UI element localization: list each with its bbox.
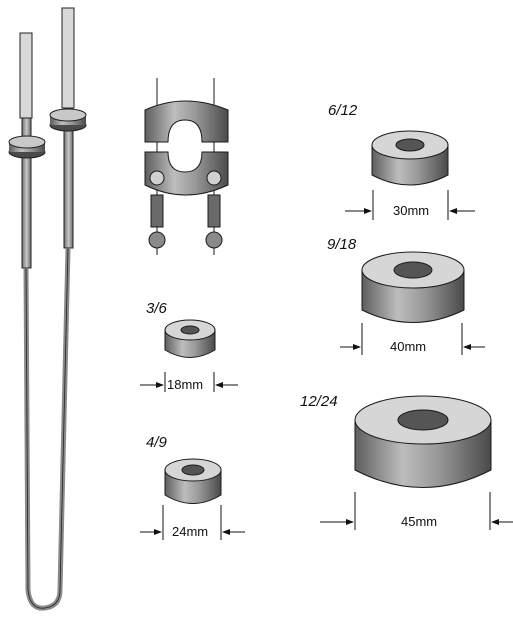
probe-rod-right-tip: [61, 7, 75, 109]
probe-assembly: [8, 7, 87, 611]
size-label-6-12: 6/12: [328, 102, 358, 119]
dimension-label-45mm: 45mm: [400, 514, 439, 529]
size-label-12-24: 12/24: [300, 393, 338, 410]
dimension-label-24mm: 24mm: [171, 524, 210, 539]
size-label-9-18: 9/18: [327, 236, 357, 253]
probe-collar-left: [8, 135, 46, 159]
probe-rod-left-tip: [19, 32, 33, 119]
collar-9-18: [361, 251, 465, 323]
probe-collar-right: [49, 108, 87, 132]
dimension-label-30mm: 30mm: [392, 203, 431, 218]
screw-right: [205, 194, 223, 249]
split-collar-exploded: [144, 78, 229, 255]
collar-6-12: [371, 130, 449, 186]
size-label-3-6: 3/6: [146, 300, 167, 317]
collar-top-half: [144, 100, 229, 143]
dimension-label-18mm: 18mm: [166, 377, 205, 392]
collar-4-9: [164, 458, 222, 504]
probe-rod-right: [63, 107, 74, 249]
screw-left: [148, 194, 166, 249]
dimension-arrows-12-24: [320, 492, 513, 530]
dimension-label-40mm: 40mm: [389, 339, 428, 354]
probe-wire: [23, 247, 71, 611]
dimension-arrows-3-6: [140, 372, 238, 392]
collar-12-24: [354, 395, 492, 488]
collar-3-6: [164, 319, 216, 358]
collar-bottom-half: [144, 151, 229, 196]
dimension-arrows-4-9: [140, 505, 245, 540]
dimension-arrows-6-12: [345, 190, 475, 220]
size-label-4-9: 4/9: [146, 434, 167, 451]
dimension-arrows-9-18: [340, 323, 485, 355]
